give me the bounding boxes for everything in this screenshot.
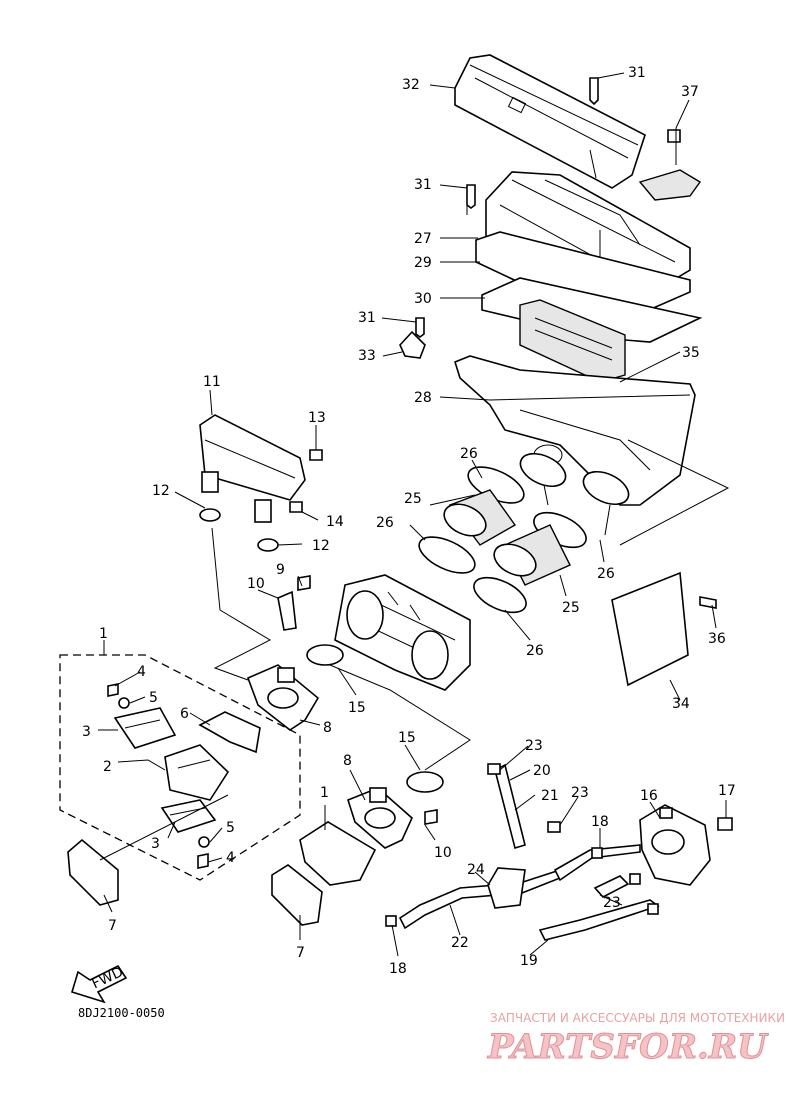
callout-27: 27 [414,231,432,247]
callout-7: 7 [108,918,117,934]
callout-8: 8 [323,720,332,736]
callout-25: 25 [404,491,422,507]
callout-8: 8 [343,753,352,769]
part-15-clamp-lower [406,771,444,793]
fwd-arrow-icon: FWD [71,964,128,1004]
part-16-fuel-pump [639,804,711,886]
callout-12: 12 [152,483,170,499]
callout-10: 10 [247,576,265,592]
callout-25: 25 [562,600,580,616]
carburetor-assembly [334,574,471,691]
part-36-bolt [699,596,717,609]
callout-32: 32 [402,77,420,93]
callout-22: 22 [451,935,469,951]
watermark-tagline: ЗАПЧАСТИ И АКСЕССУАРЫ ДЛЯ МОТОТЕХНИКИ [490,1011,785,1025]
callout-34: 34 [672,696,690,712]
callout-4: 4 [226,850,235,866]
part-11-intake-silencer [199,414,306,523]
part-12-ring-lower [257,538,279,552]
callout-33: 33 [358,348,376,364]
part-14-nut [289,501,303,513]
callout-9: 9 [276,562,285,578]
callout-1: 1 [99,626,108,642]
callout-29: 29 [414,255,432,271]
bolt-icons-reed [107,683,210,869]
callout-20: 20 [533,763,551,779]
callout-19: 19 [520,953,538,969]
callout-15: 15 [398,730,416,746]
part-28-airbox-lower-case [454,355,696,536]
part-34-plate [611,571,689,687]
callout-31: 31 [414,177,432,193]
callout-26: 26 [526,643,544,659]
watermark-brand: PARTSFOR.RU [487,1027,769,1067]
part-32-airbox-cover [454,54,646,189]
callout-4: 4 [137,664,146,680]
callout-21: 21 [541,788,559,804]
hoses-19-24 [398,763,660,941]
callout-3: 3 [82,724,91,740]
callout-30: 30 [414,291,432,307]
callout-7: 7 [296,945,305,961]
leader-lines [98,72,730,957]
assembly-1-outline [59,654,301,881]
part-17-bolt [717,817,733,831]
callout-labels: 32 31 37 31 27 29 30 31 33 35 28 11 13 2… [82,65,736,977]
part-30-air-filter [481,277,703,383]
callout-31: 31 [628,65,646,81]
part-8-intake-manifold-lower [347,787,413,849]
part-33-bracket [399,330,426,359]
diagram-code: 8DJ2100-0050 [78,1006,165,1020]
callout-36: 36 [708,631,726,647]
callout-18: 18 [591,814,609,830]
part-10-bracket [277,590,297,631]
callout-23: 23 [571,785,589,801]
callout-23: 23 [603,895,621,911]
callout-16: 16 [640,788,658,804]
callout-5: 5 [149,690,158,706]
watermark: ЗАПЧАСТИ И АКСЕССУАРЫ ДЛЯ МОТОТЕХНИКИ PA… [487,1011,786,1068]
callout-26: 26 [376,515,394,531]
part-9-bolt [297,575,311,591]
callout-11: 11 [203,374,221,390]
part-1-reed-valve-lower [299,821,377,886]
callout-9: 10 [434,845,452,861]
callout-24: 24 [467,862,485,878]
clip-icons-hose [385,763,659,927]
callout-5: 5 [226,820,235,836]
callout-18: 18 [389,961,407,977]
bolt-icons-airbox [415,77,681,338]
callout-31: 31 [358,310,376,326]
callout-37: 37 [681,84,699,100]
part-13-bolt [309,449,323,461]
callout-26: 26 [597,566,615,582]
callout-13: 13 [308,410,326,426]
part-15-clamp [306,644,344,666]
callout-3: 3 [151,836,160,852]
part-6-plate [198,711,261,754]
callout-1: 1 [320,785,329,801]
callout-2: 2 [103,759,112,775]
part-9-bolt-lower [424,809,438,825]
callout-23: 23 [525,738,543,754]
callout-14: 14 [326,514,344,530]
part-12-ring [199,508,221,522]
callout-28: 28 [414,390,432,406]
callout-15: 15 [348,700,366,716]
part-25-joints-26-clamps [418,452,630,614]
fwd-label: FWD [89,964,125,992]
part-7-gaskets [67,838,323,926]
callout-12: 12 [312,538,330,554]
part-8-intake-manifold [246,664,320,731]
callout-6: 6 [180,706,189,722]
callout-35: 35 [682,345,700,361]
callout-17: 17 [718,783,736,799]
callout-26: 26 [460,446,478,462]
